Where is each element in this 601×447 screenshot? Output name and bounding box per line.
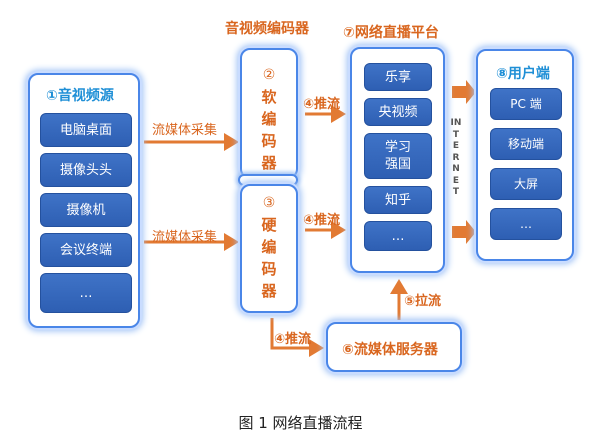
arrow-platform-to-users-bottom (452, 220, 476, 244)
encoder-header: 音视频编码器 (225, 21, 309, 37)
stream-collect-label-bottom: 流媒体采集 (152, 230, 218, 245)
push-label-hard: ④推流 (303, 213, 341, 228)
source-item-camera: 摄像机 (40, 193, 132, 227)
platform-item-zhihu: 知乎 (364, 186, 432, 214)
arrow-platform-to-users-top (452, 80, 476, 104)
user-item-big-screen: 大屏 (490, 168, 562, 200)
push-label-server: ④推流 (274, 332, 312, 347)
arrow-hard-to-server (270, 318, 324, 357)
hard-encoder-box: ③ 硬编码器 (240, 184, 298, 313)
users-title: ⑧用户端 (496, 66, 550, 82)
stream-collect-label-top: 流媒体采集 (152, 123, 218, 138)
sources-title: ①音视频源 (46, 88, 114, 104)
streaming-server-label: ⑥流媒体服务器 (342, 342, 438, 358)
soft-encoder-text: 软编码器 (261, 88, 277, 172)
platform-item-more: … (364, 221, 432, 251)
source-item-conference-terminal: 会议终端 (40, 233, 132, 267)
platform-panel: 乐享 央视频 学习 强国 知乎 … (350, 47, 445, 273)
source-item-more: … (40, 273, 132, 313)
platform-item-xuexi-qiangguo: 学习 强国 (364, 133, 432, 179)
figure-caption: 图 1 网络直播流程 (238, 414, 363, 432)
hard-encoder-label: ③ 硬编码器 (259, 192, 279, 302)
hard-encoder-text: 硬编码器 (261, 216, 277, 300)
push-label-soft: ④推流 (303, 97, 341, 112)
sources-panel: ①音视频源 电脑桌面 摄像头头 摄像机 会议终端 … (28, 73, 140, 328)
hard-encoder-number: ③ (262, 195, 276, 211)
source-item-desktop: 电脑桌面 (40, 113, 132, 147)
soft-encoder-box: ② 软编码器 (240, 48, 298, 179)
platform-item-lexiang: 乐享 (364, 63, 432, 91)
streaming-server-box: ⑥流媒体服务器 (326, 322, 462, 372)
internet-label: INTERNET (450, 118, 462, 197)
platform-item-cctv-video: 央视频 (364, 98, 432, 126)
soft-encoder-number: ② (262, 67, 276, 83)
users-panel: ⑧用户端 PC 端 移动端 大屏 … (476, 49, 574, 261)
user-item-pc: PC 端 (490, 88, 562, 120)
pull-label: ⑤拉流 (404, 294, 442, 309)
user-item-mobile: 移动端 (490, 128, 562, 160)
platform-title: ⑦网络直播平台 (343, 25, 439, 41)
user-item-more: … (490, 208, 562, 240)
source-item-camera-head: 摄像头头 (40, 153, 132, 187)
soft-encoder-label: ② 软编码器 (259, 64, 279, 174)
